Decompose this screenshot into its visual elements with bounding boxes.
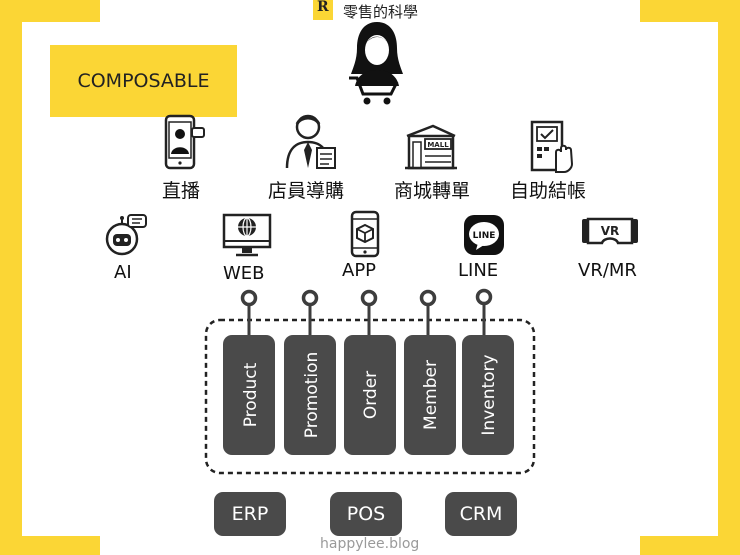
backend-erp: ERP	[214, 492, 286, 536]
frame-right	[718, 0, 740, 555]
vr-headset-icon: VR	[582, 217, 638, 245]
logo: R 零售的科學	[313, 0, 433, 22]
smartphone-app-icon	[350, 210, 380, 258]
backend-crm: CRM	[445, 492, 517, 536]
svg-text:LINE: LINE	[473, 231, 496, 241]
service-label-inventory: Inventory	[479, 354, 499, 435]
shopper-cart-icon	[349, 22, 403, 105]
service-order: Order	[344, 289, 396, 455]
touchpoint-label-mall: 商城轉單	[394, 180, 471, 202]
touchpoint-label-ai: AI	[114, 262, 132, 283]
service-member: Member	[404, 289, 456, 455]
line-app-icon: LINE	[464, 215, 504, 255]
service-label-member: Member	[421, 360, 441, 430]
frame-right-bottom	[640, 536, 740, 555]
svg-text:VR: VR	[601, 224, 620, 238]
self-checkout-icon	[530, 120, 574, 173]
touchpoint-label-checkout: 自助結帳	[510, 180, 587, 202]
watermark: happylee.blog	[320, 536, 420, 552]
composable-tag: COMPOSABLE	[50, 45, 237, 117]
frame-right-top	[640, 0, 740, 22]
service-label-promotion: Promotion	[302, 352, 322, 439]
service-promotion: Promotion	[284, 289, 336, 455]
frame-left-top	[0, 0, 100, 22]
backend-pos: POS	[330, 492, 402, 536]
frame-left	[0, 0, 22, 555]
microservices-diagram: Product Promotion Order Member Inventory	[204, 288, 536, 475]
robot-icon	[105, 214, 147, 256]
service-product: Product	[223, 289, 275, 455]
service-label-product: Product	[241, 362, 261, 427]
composable-label: COMPOSABLE	[77, 70, 210, 92]
logo-text: 零售的科學	[343, 3, 419, 21]
service-inventory: Inventory	[462, 288, 514, 455]
touchpoint-label-web: WEB	[223, 263, 265, 284]
logo-mark: R	[313, 0, 333, 20]
live-stream-phone-icon	[164, 114, 205, 170]
touchpoint-label-livestream: 直播	[162, 180, 201, 202]
touchpoint-label-app: APP	[342, 260, 377, 281]
touchpoint-label-line: LINE	[458, 260, 499, 281]
svg-text:MALL: MALL	[427, 141, 449, 149]
service-label-order: Order	[361, 371, 381, 419]
touchpoint-label-clerk: 店員導購	[268, 180, 345, 202]
frame-left-bottom	[0, 536, 100, 555]
monitor-globe-icon	[222, 213, 272, 257]
store-clerk-icon	[285, 114, 336, 169]
mall-building-icon: MALL	[405, 124, 457, 170]
touchpoint-label-vrmr: VR/MR	[578, 260, 637, 281]
